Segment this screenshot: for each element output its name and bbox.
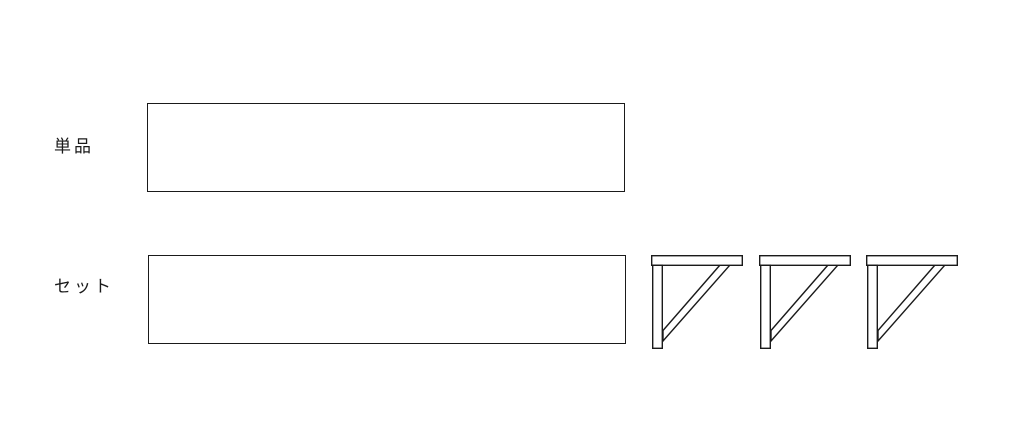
bracket-top-arm bbox=[650, 254, 743, 267]
shelf-bracket-icon bbox=[758, 254, 851, 350]
bracket-vertical-post bbox=[652, 264, 664, 350]
bracket-top-arm bbox=[758, 254, 851, 267]
bracket-top-arm bbox=[865, 254, 958, 267]
single-item-label: 単品 bbox=[54, 137, 94, 157]
bracket-diagonal-brace bbox=[662, 264, 732, 343]
single-shelf-board bbox=[147, 103, 625, 192]
bracket-diagonal-brace bbox=[770, 264, 840, 343]
shelf-bracket-icon bbox=[650, 254, 743, 350]
bracket-vertical-post bbox=[867, 264, 879, 350]
shelf-bracket-icon bbox=[865, 254, 958, 350]
set-label: セット bbox=[54, 277, 114, 297]
bracket-diagonal-brace bbox=[877, 264, 947, 343]
bracket-vertical-post bbox=[760, 264, 772, 350]
set-shelf-board bbox=[148, 255, 626, 344]
